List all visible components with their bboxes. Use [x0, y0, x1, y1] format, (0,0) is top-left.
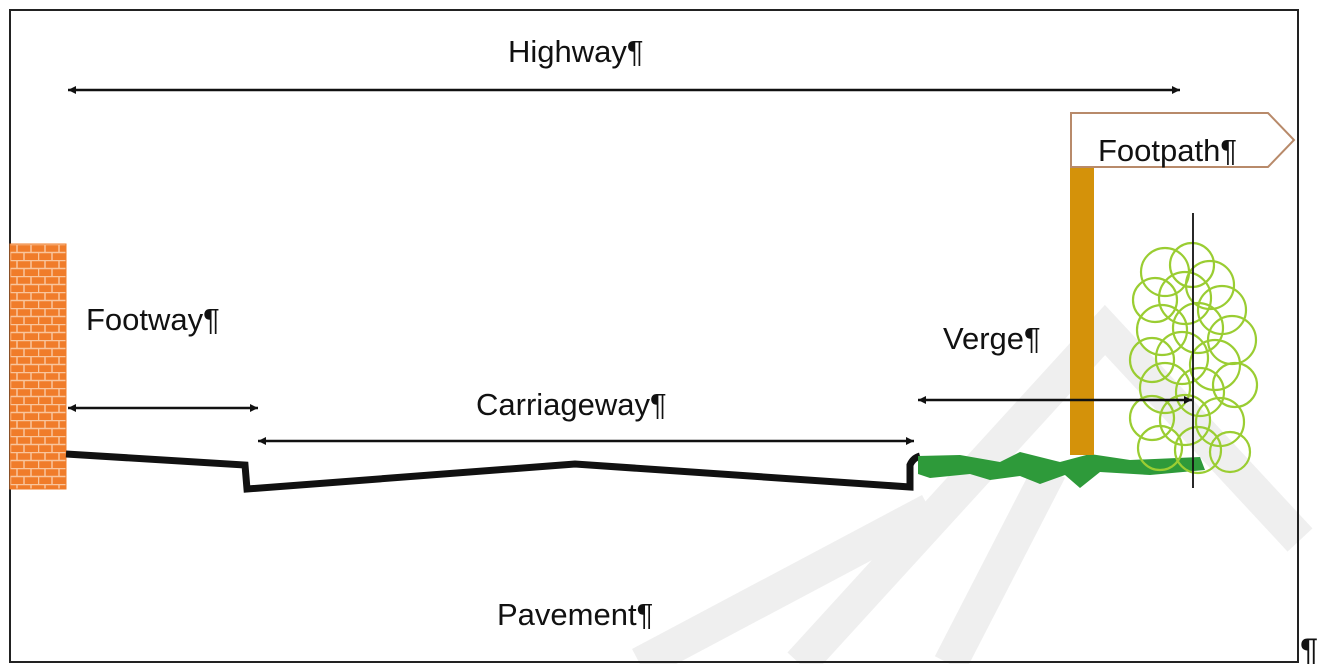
footway-label: Footway¶ [86, 302, 220, 337]
carriageway-label: Carriageway¶ [476, 387, 667, 422]
watermark [632, 304, 1313, 664]
hedge-icon [1128, 241, 1259, 475]
verge-label: Verge¶ [943, 321, 1041, 356]
grass-verge-icon [918, 452, 1205, 488]
paragraph-mark: ¶ [1300, 632, 1318, 664]
footpath-label: Footpath¶ [1098, 133, 1237, 168]
road-surface-profile [65, 450, 922, 493]
brick-wall-icon [9, 243, 67, 490]
signpost-icon [1070, 112, 1296, 455]
pavement-label: Pavement¶ [497, 597, 653, 632]
highway-label: Highway¶ [508, 34, 644, 69]
